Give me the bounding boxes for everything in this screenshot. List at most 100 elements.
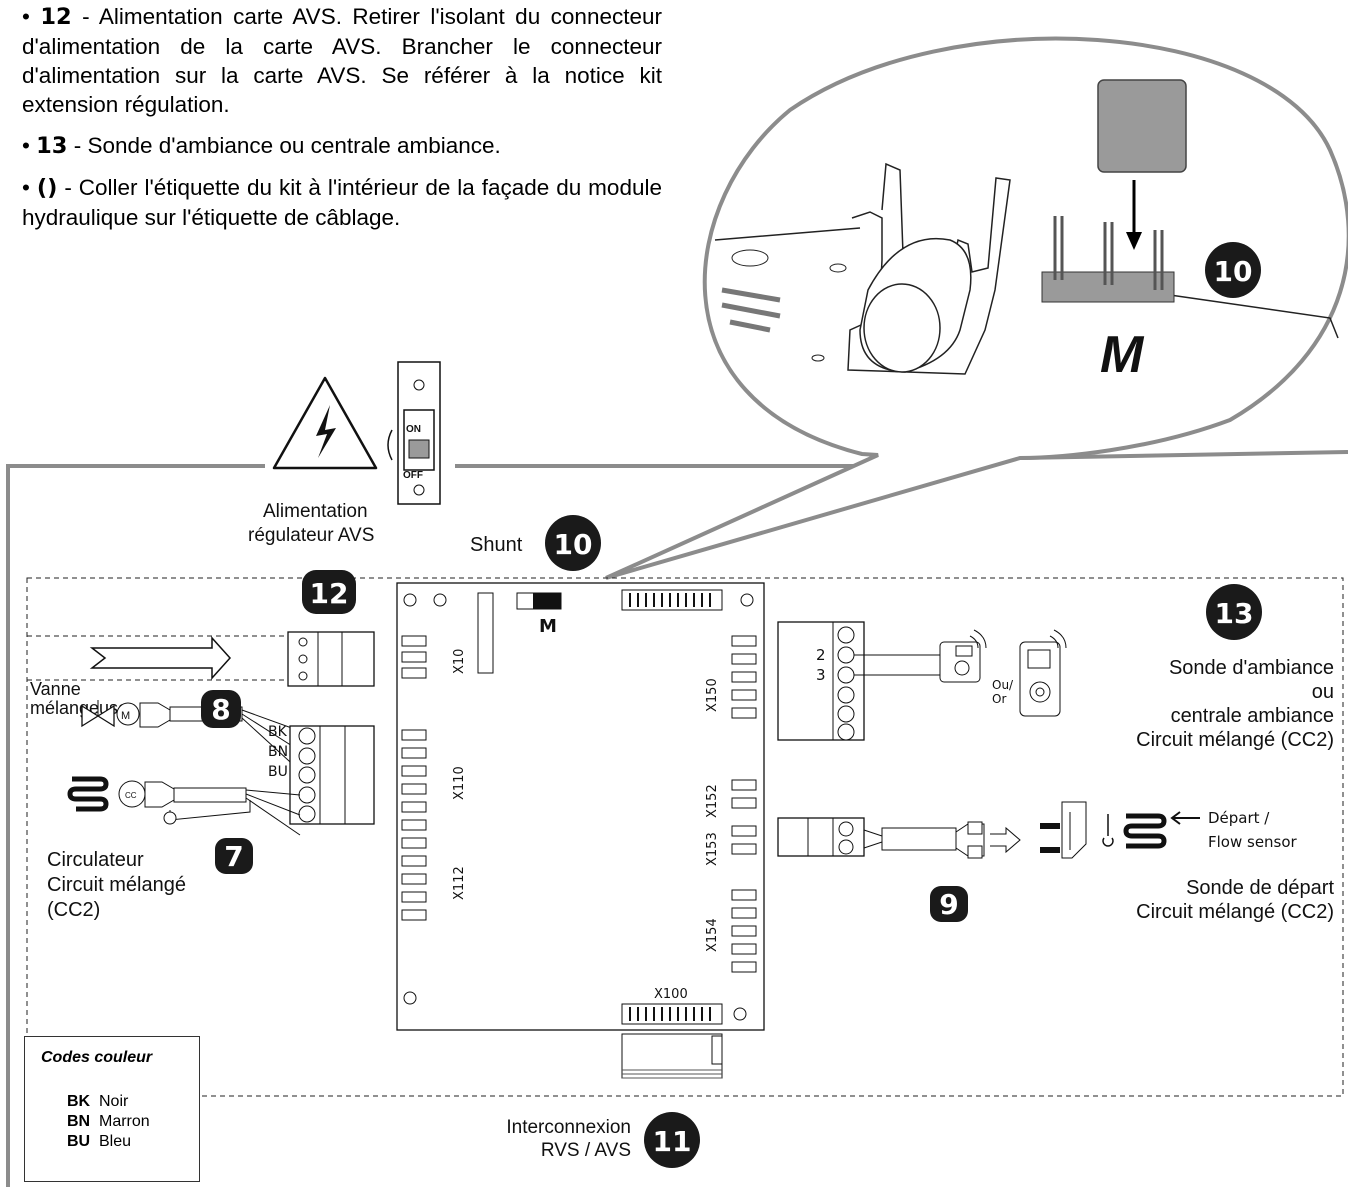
power-label-2: régulateur AVS xyxy=(248,525,374,546)
ou-label: Ou/ xyxy=(992,678,1014,692)
label-x152: X152 xyxy=(705,784,720,818)
flow-sensor-icon xyxy=(1040,801,1087,859)
avs-enclosure xyxy=(26,577,1344,1097)
fuse-end xyxy=(863,283,941,373)
legend-code: BN xyxy=(67,1113,91,1130)
step-text: - Sonde d'ambiance ou centrale ambiance. xyxy=(67,133,501,158)
badge-12-text: 12 xyxy=(310,577,349,610)
arrow-head xyxy=(1126,232,1142,250)
thermometer-icon xyxy=(1102,814,1114,847)
label-x110: X110 xyxy=(452,766,467,800)
badge-11-text: 11 xyxy=(653,1125,692,1158)
wire-bk: BK xyxy=(268,724,288,740)
badge-13-text: 13 xyxy=(1215,597,1254,630)
legend-color-name: Bleu xyxy=(99,1133,132,1150)
legend-code: BU xyxy=(67,1133,91,1150)
circuit-breaker-icon xyxy=(387,361,441,505)
vanne-label-1: Vanne xyxy=(30,679,81,699)
ambiance-label-1: Sonde d'ambiance xyxy=(1169,657,1334,679)
avs-board xyxy=(396,582,765,1031)
badge-8-text: 8 xyxy=(211,693,230,726)
wire-bn: BN xyxy=(268,744,288,760)
badge-9 xyxy=(930,886,968,922)
label-x100: X100 xyxy=(654,987,688,1002)
interconnexion-label-1: Interconnexion xyxy=(506,1117,631,1138)
instruction-item: • 12 - Alimentation carte AVS. Retirer l… xyxy=(22,4,662,117)
svg-text:CC: CC xyxy=(125,791,137,800)
badge-13 xyxy=(1206,584,1262,640)
legend-color-name: Noir xyxy=(99,1093,129,1110)
power-label-1: Alimentation xyxy=(263,501,368,522)
color-code-legend: Codes couleur BK Noir BN Marron BU Bleu xyxy=(24,1036,200,1182)
floor-heating-icon xyxy=(1123,813,1167,849)
badge-10-zoom-text: 10 xyxy=(1214,255,1253,288)
step-text: - Alimentation carte AVS. Retirer l'isol… xyxy=(22,4,662,117)
left-slots xyxy=(401,635,427,921)
step-number: () xyxy=(36,175,58,201)
board-hole xyxy=(731,249,769,267)
zoom-m-label: M xyxy=(1100,326,1145,384)
wire-bu: BU xyxy=(268,764,288,780)
board-hole xyxy=(829,263,847,273)
room-sensor-icon xyxy=(939,629,987,683)
earth-wire xyxy=(169,800,251,821)
legend-color-name: Marron xyxy=(99,1113,150,1130)
ambiance-wires xyxy=(854,654,940,676)
badge-10-shunt xyxy=(545,515,601,571)
shunt-jumper xyxy=(1097,79,1187,173)
power-cable-dashed xyxy=(27,635,290,681)
pin-3: 3 xyxy=(816,666,826,684)
ambiance-label-4: Circuit mélangé (CC2) xyxy=(1136,729,1334,751)
badge-7 xyxy=(215,838,253,874)
ribbon-cable xyxy=(621,1033,723,1079)
lightning-icon xyxy=(316,405,336,458)
label-x150: X150 xyxy=(705,678,720,712)
svg-text:M: M xyxy=(121,710,130,722)
board-hole xyxy=(811,354,825,362)
depart-label-2: Circuit mélangé (CC2) xyxy=(1136,901,1334,923)
circulateur-label-1: Circulateur xyxy=(47,849,144,871)
power-arrow xyxy=(89,636,232,680)
depart-label-1: Sonde de départ xyxy=(1186,877,1334,899)
badge-9-text: 9 xyxy=(939,888,958,921)
pump-cable xyxy=(173,787,247,803)
badge-11 xyxy=(644,1112,700,1168)
pin-2: 2 xyxy=(816,646,826,664)
badge-7-text: 7 xyxy=(224,840,243,873)
instruction-item: • 13 - Sonde d'ambiance ou centrale ambi… xyxy=(22,133,501,159)
right-slots xyxy=(731,635,757,973)
badge-12 xyxy=(302,570,356,614)
or-label: Or xyxy=(992,692,1006,706)
circuit-board-edge xyxy=(714,227,1339,339)
flow-cable xyxy=(881,827,957,851)
board-slots xyxy=(721,287,781,333)
header-pins xyxy=(1053,216,1164,290)
label-x154: X154 xyxy=(705,918,720,952)
breaker-on: ON xyxy=(406,424,421,435)
badge-10-zoom xyxy=(1205,242,1261,298)
legend-row: BN Marron xyxy=(67,1113,150,1131)
earth-icon xyxy=(163,811,177,825)
badge-10-shunt-text: 10 xyxy=(554,528,593,561)
instruction-item: • () - Coller l'étiquette du kit à l'int… xyxy=(22,175,662,230)
ambiance-label-2: ou xyxy=(1312,681,1334,703)
label-x153: X153 xyxy=(705,832,720,866)
zoom-content: M xyxy=(714,79,1339,384)
instruction-list: • 12 - Alimentation carte AVS. Retirer l… xyxy=(22,2,662,244)
circulateur-label-2: Circuit mélangé xyxy=(47,874,186,896)
shunt-label: Shunt xyxy=(470,534,523,556)
label-x10: X10 xyxy=(452,649,467,674)
legend-code: BK xyxy=(67,1093,91,1110)
badge-8 xyxy=(201,690,241,728)
floor-heating-icon xyxy=(67,776,109,812)
step-number: 13 xyxy=(36,133,68,159)
legend-title: Codes couleur xyxy=(41,1049,153,1066)
flow-label-1: Départ / xyxy=(1208,809,1270,827)
interconnexion-label-2: RVS / AVS xyxy=(541,1140,631,1161)
pin-header xyxy=(1041,271,1175,303)
board-m-label: M xyxy=(539,616,557,637)
flow-label-2: Flow sensor xyxy=(1208,833,1298,851)
motor-icon xyxy=(116,702,140,726)
breaker-off: OFF xyxy=(403,470,423,481)
